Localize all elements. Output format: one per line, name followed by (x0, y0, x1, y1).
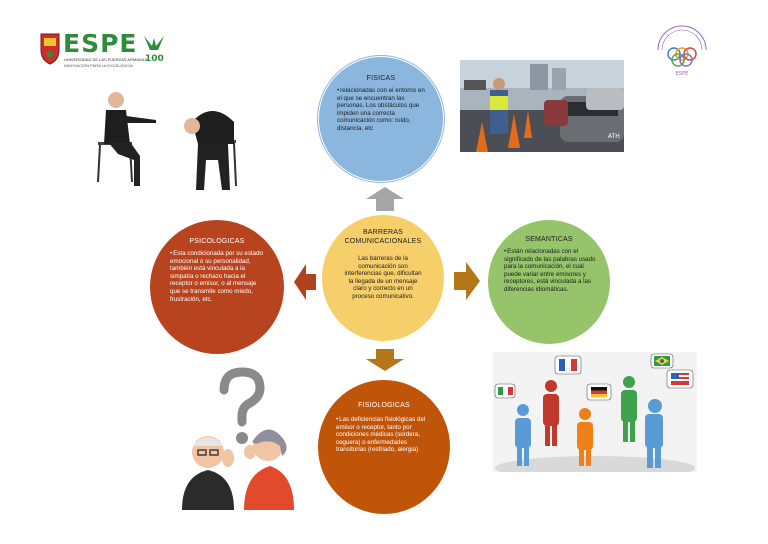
flag-germany-bubble (586, 383, 612, 401)
fisiologicas-node: FISIOLOGICAS •Las deficiencias fisiológi… (318, 380, 450, 514)
psicologicas-node: PSICOLOGICAS •Esta condicionada por su e… (150, 220, 284, 354)
svg-text:ESPE: ESPE (676, 71, 689, 77)
flag-brazil-bubble (650, 353, 674, 369)
fisicas-bullet: • (337, 87, 340, 94)
svg-text:100: 100 (145, 54, 164, 62)
flag-italy-bubble (494, 383, 516, 399)
flag-france-bubble (554, 355, 582, 375)
arrow-up-icon (366, 187, 404, 211)
arrow-left-icon (294, 264, 316, 300)
fisiologicas-body: Las deficiencias fisiológicas del emisor… (336, 416, 426, 454)
fisicas-node: FISICAS •relacionadas con el entorno en … (318, 56, 444, 182)
espe-logo-name: ESPE (63, 29, 138, 58)
fisicas-body: relacionadas con el entorno en el que se… (337, 87, 425, 132)
center-node: BARRERAS COMUNICACIONALES Las barreras d… (322, 215, 444, 341)
psicologicas-body: Esta condicionada por su estado emociona… (170, 250, 263, 303)
semanticas-bullet: • (504, 248, 507, 255)
seal-rings-icon: ESPE (657, 25, 707, 77)
semanticas-body: Están relacionadas con el significado de… (504, 248, 596, 293)
svg-text:ATH: ATH (608, 133, 620, 140)
fisiologicas-bullet: • (336, 416, 339, 423)
arrow-right-icon (454, 262, 480, 300)
eagle-100-icon: 100 (144, 36, 164, 62)
fisiologicas-title: FISIOLOGICAS (358, 402, 410, 409)
traffic-photo: ATH (460, 60, 624, 152)
psicologicas-bullet: • (170, 250, 173, 257)
fisicas-text: •relacionadas con el entorno en el que s… (337, 87, 429, 133)
center-title: BARRERAS COMUNICACIONALES (344, 229, 422, 245)
semanticas-title: SEMANTICAS (525, 236, 573, 243)
espe-logo: ESPE UNIVERSIDAD DE LAS FUERZAS ARMADAS … (38, 29, 166, 72)
semanticas-text: •Están relacionadas con el significado d… (504, 248, 596, 294)
espe-shield-icon (40, 33, 60, 65)
fisiologicas-text: •Las deficiencias fisiológicas del emiso… (336, 416, 432, 454)
arrow-down-icon (366, 349, 404, 371)
fisicas-title: FISICAS (366, 75, 396, 82)
languages-illustration (493, 352, 697, 472)
psicologicas-title: PSICOLOGICAS (189, 238, 245, 245)
semanticas-node: SEMANTICAS •Están relacionadas con el si… (488, 220, 610, 344)
hearing-illustration (168, 366, 304, 510)
espe-logo-motto: INNOVACIÓN PARA LA EXCELENCIA (64, 63, 133, 68)
espe-logo-subtitle: UNIVERSIDAD DE LAS FUERZAS ARMADAS (64, 57, 148, 62)
center-body: Las barreras de la comunicación son inte… (344, 255, 422, 300)
psicologicas-text: •Esta condicionada por su estado emocion… (170, 250, 266, 303)
flag-usa-bubble (666, 369, 694, 389)
confrontation-illustration (88, 82, 258, 200)
department-seal-logo: ESPE (650, 20, 714, 78)
